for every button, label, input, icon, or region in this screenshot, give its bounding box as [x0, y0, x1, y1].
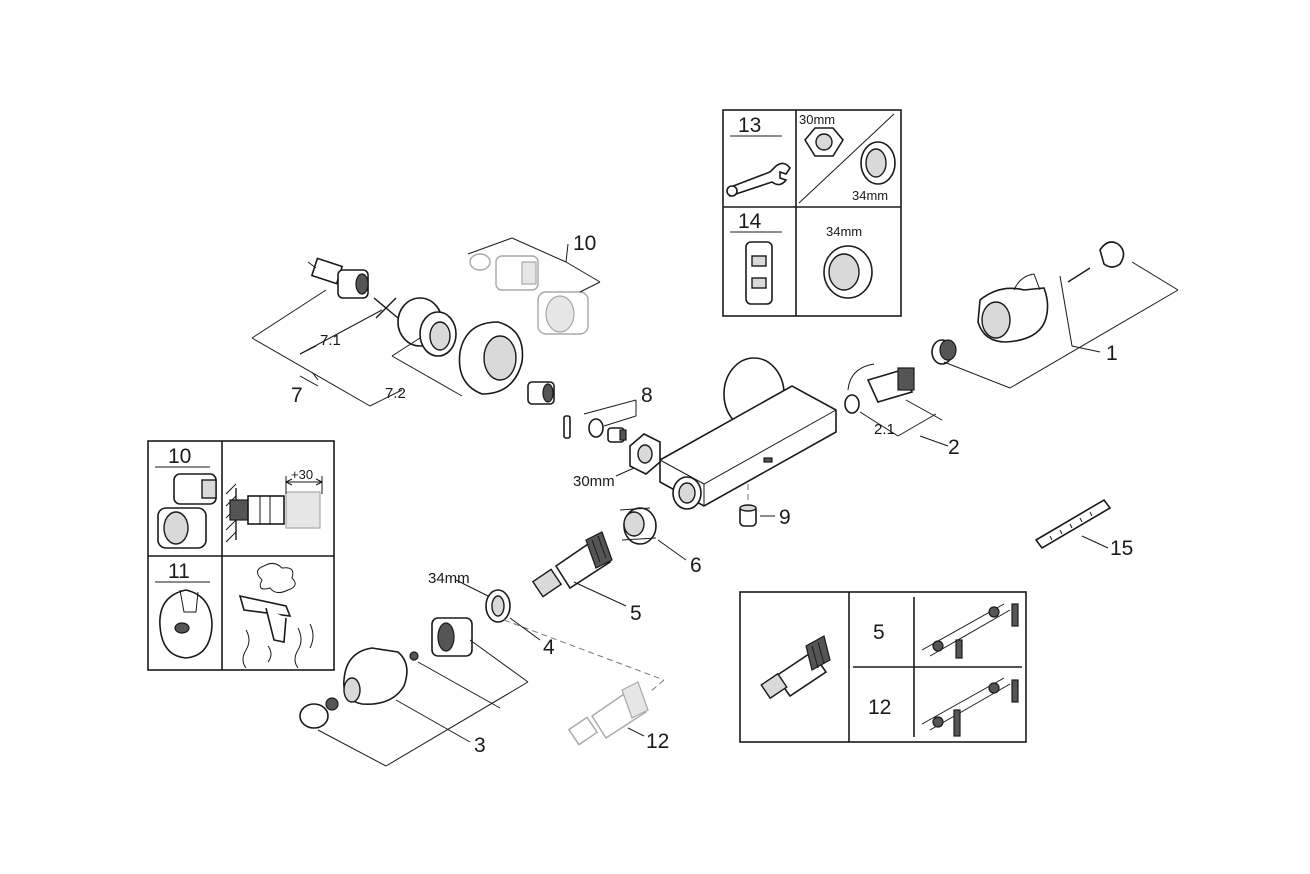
callout-2-1: 2.1 [874, 421, 895, 438]
size-34mm: 34mm [428, 570, 470, 587]
part-30mm-nut [629, 433, 661, 475]
box-label-13: 13 [738, 114, 761, 137]
callout-12: 12 [646, 730, 669, 753]
part-6-nut [619, 507, 657, 545]
wall-extension-icon [225, 476, 324, 543]
part-10-extension-set [467, 237, 601, 335]
wrench-icon [726, 162, 791, 198]
callout-5: 5 [630, 602, 642, 625]
part-3-temperature-handle [299, 617, 473, 729]
part-15-thermometer [1034, 498, 1112, 550]
part-7-1-eccentric-connector [310, 257, 399, 319]
callout-2: 2 [948, 436, 960, 459]
hot-water-warning-icon [238, 562, 314, 669]
extension-sleeve-icon [157, 473, 217, 549]
box-label-11: 11 [168, 560, 190, 583]
box-label-5: 5 [873, 621, 885, 644]
callout-8: 8 [641, 384, 653, 407]
callout-6: 6 [690, 554, 702, 577]
tools-box: 13 30mm 34mm 14 34mm [722, 109, 902, 317]
extension-box: 10 +30 11 [147, 440, 335, 671]
callout-7-2: 7.2 [385, 385, 406, 402]
size-label-34mm-tool: 34mm [852, 188, 888, 203]
leader-lines [251, 243, 1179, 767]
callout-1: 1 [1106, 342, 1118, 365]
hex-nut-icon [804, 127, 844, 157]
callout-7-1: 7.1 [320, 332, 341, 349]
size-30mm: 30mm [573, 473, 615, 490]
part-12-cartridge-ghost [503, 619, 665, 746]
box-label-12: 12 [868, 696, 891, 719]
callout-4: 4 [543, 636, 555, 659]
part-5-thermostat-cartridge [531, 531, 613, 598]
large-ring-icon [823, 245, 873, 299]
mixer-body [659, 357, 837, 510]
ring-nut-icon [860, 141, 896, 185]
size-label-30mm-tool: 30mm [799, 112, 835, 127]
socket-tool-icon [745, 241, 773, 305]
thermostat-cartridge-icon [760, 635, 831, 700]
part-8-check-valve [563, 399, 637, 443]
part-2-cartridge [844, 363, 915, 414]
part-7-cover-rosette [458, 321, 524, 395]
part-1-handle [931, 241, 1125, 365]
cartridge-box: 5 12 [739, 591, 1027, 743]
mounting-diagram-12-icon [921, 677, 1019, 737]
mounting-diagram-5-icon [921, 603, 1019, 659]
part-9-filter [739, 484, 775, 527]
callout-10: 10 [573, 232, 596, 255]
part-nipple-connector [527, 381, 555, 405]
cap-cover-icon [159, 589, 213, 659]
callout-labels: 1 2 2.1 3 4 34mm 5 6 7 7.1 7.2 8 30mm 9 … [291, 232, 1133, 757]
callout-7: 7 [291, 384, 303, 407]
callout-15: 15 [1110, 537, 1133, 560]
box-label-14: 14 [738, 210, 762, 233]
callout-9: 9 [779, 506, 791, 529]
part-7-2-escutcheon [397, 297, 457, 357]
box-label-10: 10 [168, 445, 191, 468]
callout-3: 3 [474, 734, 486, 757]
size-label-34mm-ring: 34mm [826, 224, 862, 239]
part-4-ring [485, 589, 511, 623]
extension-length-label: +30 [291, 467, 313, 482]
